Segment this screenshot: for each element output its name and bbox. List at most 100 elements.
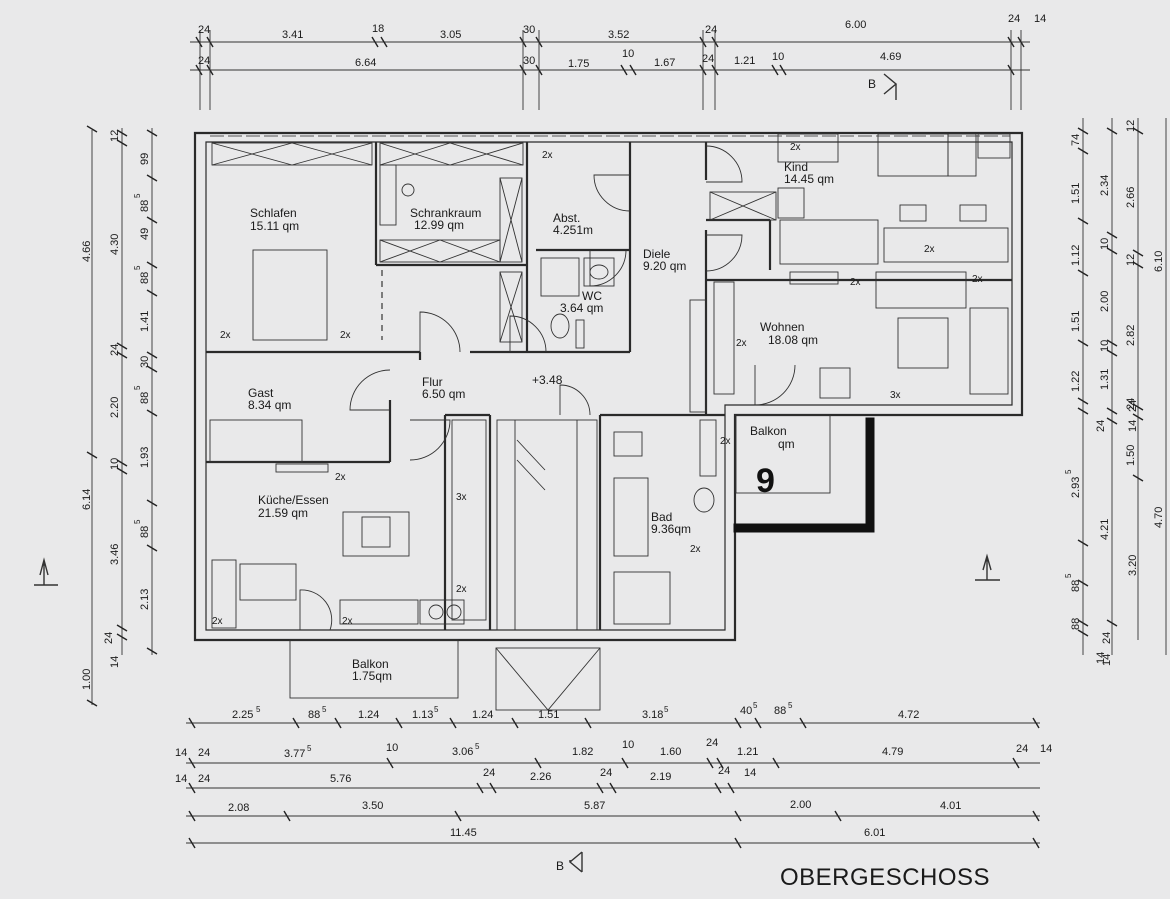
room-name-diele: Diele: [643, 247, 671, 261]
dim-label: 88: [308, 709, 320, 721]
dim-label: 3.06: [452, 746, 473, 758]
dim-label: 30: [523, 24, 535, 36]
section-label: B: [868, 77, 876, 91]
room-area-wohnen: 18.08 qm: [768, 333, 818, 347]
dim-label: 11.45: [450, 827, 477, 839]
dim-label: 99: [139, 153, 151, 165]
dim-label: 2.25: [232, 709, 253, 721]
dim-label: 1.21: [737, 746, 758, 758]
dim-label: 10: [109, 458, 121, 470]
dim-label: 10: [1099, 340, 1111, 352]
dim-label: 2.00: [1099, 291, 1111, 312]
dim-label: 5: [1064, 469, 1073, 474]
dim-label: 24: [1127, 400, 1139, 412]
room-area-kind: 14.45 qm: [784, 172, 834, 186]
dim-label: 24: [198, 747, 210, 759]
dim-label: 1.50: [1125, 445, 1137, 466]
dim-label: 1.24: [358, 709, 379, 721]
dim-label: 10: [386, 742, 398, 754]
dim-label: 10: [622, 48, 634, 60]
room-name-wohnen: Wohnen: [760, 320, 804, 334]
dim-label: 14: [1095, 652, 1107, 664]
dim-label: 1.51: [1070, 183, 1082, 204]
dims-left-c: 99 88 5 49 88 5 1.41 30 88 5 1.93 88 5 2…: [133, 153, 151, 610]
dim-label: 3.52: [608, 29, 629, 41]
outlet-label: 2x: [340, 330, 351, 341]
dim-label: 88: [139, 272, 151, 284]
dim-label: 88: [139, 526, 151, 538]
door-swings: [299, 145, 796, 631]
dim-label: 4.72: [898, 709, 919, 721]
outlet-label: 2x: [850, 277, 861, 288]
dims-right-c: 12 2.66 12 2.82 24 1.50 14: [1095, 120, 1137, 664]
dim-label: 1.22: [1070, 371, 1082, 392]
dim-label: 5: [133, 519, 142, 524]
outlet-label: 3x: [890, 390, 901, 401]
dims-top-row1: 24 3.41 18 3.05 30 3.52 24 6.00 24 14: [198, 13, 1046, 41]
dims-right-d: 6.10 4.70: [1153, 251, 1165, 528]
dims-bottom-row4: 2.08 3.50 5.87 2.00 4.01: [228, 799, 961, 814]
dim-label: 24: [198, 773, 210, 785]
dim-label: 24: [198, 55, 210, 67]
room-area-abst: 4.251m: [553, 223, 593, 237]
dim-label: 24: [706, 737, 718, 749]
dim-label: 3.18: [642, 709, 663, 721]
dim-label: 4.66: [81, 241, 93, 262]
dim-label: 10: [772, 51, 784, 63]
room-name-kueche: Küche/Essen: [258, 493, 329, 507]
dim-label: 1.12: [1070, 245, 1082, 266]
dimension-lines-right: [1077, 118, 1167, 655]
dim-label: 2.20: [109, 397, 121, 418]
dim-label: 3.50: [362, 800, 383, 812]
dim-label: 6.64: [355, 57, 376, 69]
room-area-balkon-sued: 1.75qm: [352, 669, 392, 683]
dim-label: 88: [139, 200, 151, 212]
dimension-lines-left: [86, 125, 158, 707]
dims-bottom-row1: 2.25 5 88 5 1.24 1.13 5 1.24 1.51 3.18 5…: [232, 701, 919, 721]
dim-label: 1.21: [734, 55, 755, 67]
dim-label: 2.93: [1070, 477, 1082, 498]
room-name-schrankraum: Schrankraum: [410, 206, 481, 220]
dim-label: 2.82: [1125, 325, 1137, 346]
dim-label: 6.14: [81, 489, 93, 510]
room-name-abst: Abst.: [553, 211, 580, 225]
room-area-schrankraum: 12.99 qm: [414, 218, 464, 232]
dim-label: 5: [133, 193, 142, 198]
dim-label: 4.21: [1099, 519, 1111, 540]
room-area-kueche: 21.59 qm: [258, 506, 308, 520]
dim-label: 1.82: [572, 746, 593, 758]
room-name-bad: Bad: [651, 510, 672, 524]
dim-label: 12: [109, 130, 121, 142]
dim-label: 1.67: [654, 57, 675, 69]
outlet-label: 2x: [720, 436, 731, 447]
dim-label: 14: [744, 767, 756, 779]
dim-label: 24: [1101, 632, 1113, 644]
dim-label: 30: [523, 55, 535, 67]
outlet-annotations: 2x 2x 2x 2x 2x 2x 2x 2x 2x 3x 3x 2x 2x 2…: [212, 142, 983, 627]
dim-label: 30: [139, 356, 151, 368]
room-name-flur: Flur: [422, 375, 443, 389]
outlet-label: 2x: [690, 544, 701, 555]
outlet-label: 2x: [456, 584, 467, 595]
dim-label: 24: [1095, 420, 1107, 432]
dims-bottom-row3: 14 24 5.76 24 2.26 24 2.19 24 14: [175, 765, 756, 785]
room-name-gast: Gast: [248, 386, 274, 400]
dim-label: 18: [372, 23, 384, 35]
dim-label: 40: [740, 705, 752, 717]
room-name-balkon-sued: Balkon: [352, 657, 389, 671]
dim-label: 5: [133, 385, 142, 390]
dim-label: 3.05: [440, 29, 461, 41]
dim-label: 6.10: [1153, 251, 1165, 272]
dim-label: 5: [475, 742, 480, 751]
dims-bottom-row2: 14 24 3.77 5 10 3.06 5 1.82 10 1.60 24 1…: [175, 737, 1052, 760]
dim-label: 24: [483, 767, 495, 779]
dims-right-a: 74 1.51 1.12 1.51 1.22 24 2.93 5 88 5 88…: [1064, 134, 1113, 666]
section-marker-bottom: B: [556, 851, 583, 873]
dim-label: 24: [1008, 13, 1020, 25]
room-area-gast: 8.34 qm: [248, 398, 291, 412]
dim-label: 1.93: [139, 447, 151, 468]
room-area-wc: 3.64 qm: [560, 301, 603, 315]
dim-label: 10: [622, 739, 634, 751]
dim-label: 88: [139, 392, 151, 404]
room-name-balkon-ost: Balkon: [750, 424, 787, 438]
